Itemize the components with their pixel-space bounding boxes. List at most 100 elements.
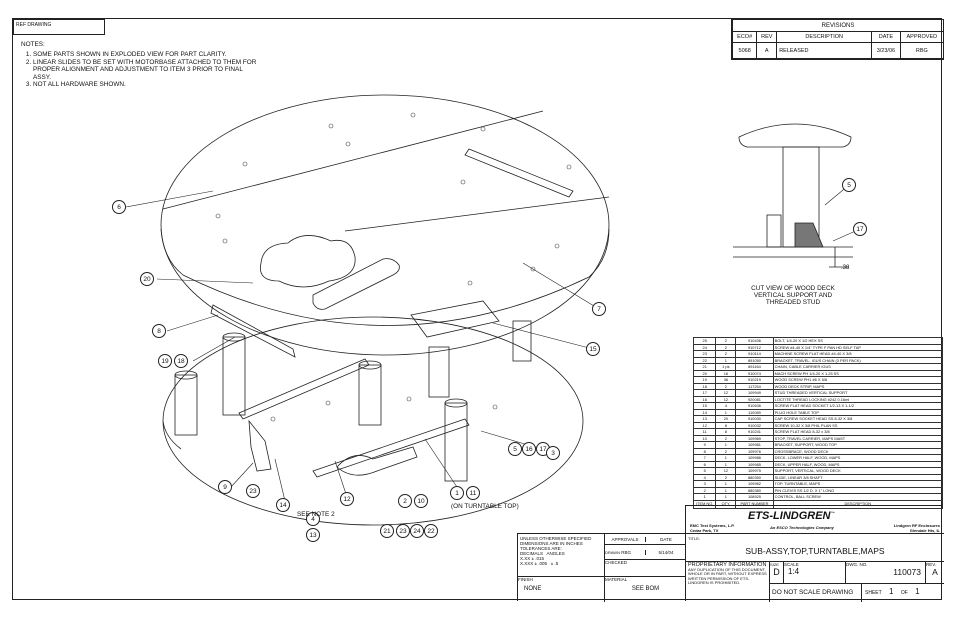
rev-header: DATE: [871, 31, 901, 43]
item-balloon: 11: [466, 486, 480, 500]
rev-cell: RBG: [899, 42, 945, 59]
deck-split-line: [344, 196, 610, 232]
cut-view-line: THREADED STUD: [765, 299, 821, 307]
deck-split-line: [162, 110, 544, 210]
item-balloon: 16: [522, 442, 536, 456]
support-top: [222, 332, 246, 342]
item-balloon: 6: [112, 200, 126, 214]
item-balloon: 21: [380, 524, 394, 538]
item-balloon: 7: [592, 302, 606, 316]
vertical-support: [428, 346, 450, 398]
company-left: EMC Test Systems, L.P.Cedar Park, TX: [690, 523, 735, 533]
tol-decimals: DECIMALS ANGLES: [520, 551, 565, 556]
company-logo: ETS-LINDGREN™: [748, 510, 835, 522]
item-balloon: 22: [424, 524, 438, 538]
checked-label: CHECKED: [605, 560, 628, 565]
bom-header: DESCRIPTION: [772, 499, 944, 509]
notes-block: NOTES: SOME PARTS SHOWN IN EXPLODED VIEW…: [21, 41, 261, 88]
item-balloon: 9: [218, 480, 232, 494]
item-balloon: 20: [140, 272, 154, 286]
finish-label: FINISH: [518, 577, 533, 582]
item-balloon: 15: [586, 342, 600, 356]
vertical-support: [222, 336, 246, 416]
crossbrace: [210, 304, 296, 358]
scale-value: 1:4: [788, 567, 800, 576]
drawing-title: SUB-ASSY,TOP,TURNTABLE,MAPS: [745, 546, 885, 556]
item-balloon: 14: [276, 498, 290, 512]
tol-xxx: X.XX ± .015: [520, 556, 544, 561]
sheet-total: 1: [915, 587, 920, 596]
item-balloon: 5: [508, 442, 522, 456]
proprietary-title: PROPRIETARY INFORMATION: [688, 562, 767, 568]
plate: [410, 300, 500, 338]
deck-edge: [182, 274, 590, 326]
upper-wood-deck: [160, 94, 610, 356]
drawing-sheet: REF DRAWING NOTES: SOME PARTS SHOWN IN E…: [12, 18, 945, 602]
rev-value: A: [932, 567, 938, 577]
date-label: DATE: [645, 536, 686, 542]
item-balloon: 4: [306, 512, 320, 526]
bom-header: PART NUMBER: [735, 499, 774, 509]
do-not-scale: DO NOT SCALE DRAWING: [770, 584, 862, 602]
material-value: SEE BOM: [631, 586, 660, 592]
cut-view-line: CUT VIEW OF WOOD DECK: [751, 285, 835, 292]
item-balloon: 18: [174, 354, 188, 368]
sheet-cell: SHEET 1 OF 1: [865, 587, 920, 596]
tolerance-notes: UNLESS OTHERWISE SPECIFIED DIMENSIONS AR…: [520, 536, 604, 566]
finish-value: NONE: [524, 586, 542, 592]
vertical-support: [512, 320, 532, 362]
size-value: D: [773, 567, 780, 577]
section-hatch: [794, 222, 824, 248]
support-top: [358, 360, 382, 370]
see-note-label: SEE NOTE 2: [297, 511, 335, 518]
notes-list: SOME PARTS SHOWN IN EXPLODED VIEW FOR PA…: [21, 51, 261, 88]
deck-cutout: [260, 235, 356, 288]
deck-slot: [312, 258, 400, 310]
note-item: LINEAR SLIDES TO BE SET WITH MOTORBASE A…: [33, 59, 261, 81]
ref-drawing-label: REF DRAWING: [16, 22, 52, 28]
rev-cell: REV. A: [926, 562, 944, 584]
finish-block: FINISH NONE: [518, 576, 604, 602]
section-stud: [766, 214, 782, 248]
linear-slide: [312, 418, 470, 478]
rev-cell: 5068: [731, 42, 758, 59]
title-cell: TITLE: SUB-ASSY,TOP,TURNTABLE,MAPS: [686, 534, 944, 562]
title-label: TITLE:: [688, 536, 701, 541]
scale-cell: SCALE 1:4: [784, 562, 846, 584]
item-balloon: 1: [450, 486, 464, 500]
section-cap: [738, 123, 852, 148]
rev-cell: RELEASED: [776, 42, 873, 59]
item-balloon: 23: [396, 524, 410, 538]
rev-cell: 3/23/06: [871, 42, 901, 59]
bom-header: ITEM NO.: [692, 499, 717, 509]
tol-line: TOLERANCES ARE:: [520, 546, 562, 551]
vertical-support: [358, 364, 382, 426]
material-label: MATERIAL: [605, 577, 628, 582]
proprietary-text: ANY DUPLICATION OF THIS DOCUMENT, WHOLE …: [688, 566, 767, 586]
item-balloon: 24: [410, 524, 424, 538]
sheet-value: 1: [888, 587, 894, 596]
turntable-label: (ON TURNTABLE TOP): [451, 503, 519, 510]
item-balloon: 12: [340, 492, 354, 506]
support-top: [444, 398, 468, 408]
top-bracket: [464, 148, 574, 198]
exploded-assembly-view: [125, 94, 861, 526]
item-balloon: 19: [158, 354, 172, 368]
linear-slide: [238, 358, 370, 420]
deck-edge: [160, 228, 184, 276]
item-balloon: 8: [152, 324, 166, 338]
cable-chain: [336, 446, 418, 476]
tol-line: DIMENSIONS ARE IN INCHES: [520, 541, 583, 546]
material-block: MATERIAL SEE BOM: [604, 576, 686, 602]
section-balloon: 17: [853, 222, 867, 236]
vertical-support: [444, 402, 468, 482]
proprietary-block: PROPRIETARY INFORMATION ANY DUPLICATION …: [686, 562, 770, 602]
company-center: An ESCO Technologies Company: [770, 525, 834, 530]
cut-view-caption: CUT VIEW OF WOOD DECK VERTICAL SUPPORT A…: [733, 285, 853, 307]
